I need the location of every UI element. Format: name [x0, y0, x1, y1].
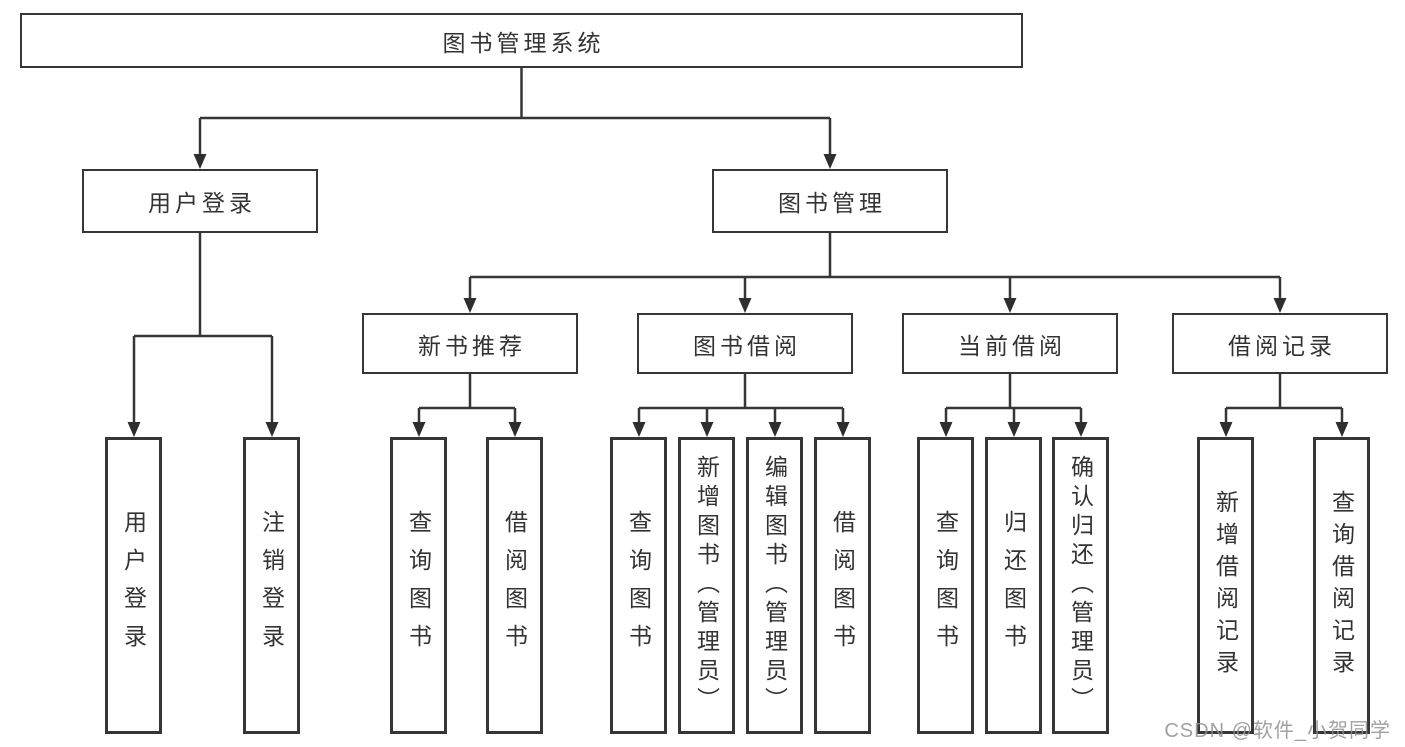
node-logout-action: 注销登录 — [243, 437, 300, 734]
node-borrow-records: 借阅记录 — [1172, 313, 1388, 374]
leaf-label: 确认归还（管理员） — [1067, 455, 1094, 716]
node-query-books-recommend: 查询图书 — [390, 437, 447, 734]
node-query-borrow-record: 查询借阅记录 — [1313, 437, 1370, 734]
node-edit-books-admin: 编辑图书（管理员） — [746, 437, 803, 734]
node-book-borrowing: 图书借阅 — [637, 313, 853, 374]
leaf-label: 注销登录 — [258, 509, 285, 662]
arrowheads — [127, 154, 1349, 437]
node-query-books-borrowing: 查询图书 — [610, 437, 667, 734]
node-user-login-action: 用户登录 — [105, 437, 162, 734]
node-borrow-books-recommend: 借阅图书 — [486, 437, 543, 734]
leaf-label: 借阅图书 — [829, 509, 856, 662]
leaf-label: 查询图书 — [405, 509, 432, 662]
node-add-books-admin: 新增图书（管理员） — [678, 437, 735, 734]
node-current-borrowing: 当前借阅 — [902, 313, 1118, 374]
node-confirm-return-admin: 确认归还（管理员） — [1052, 437, 1109, 734]
node-user-login: 用户登录 — [82, 169, 318, 233]
node-library-system: 图书管理系统 — [20, 13, 1023, 68]
leaf-label: 归还图书 — [1000, 509, 1027, 662]
node-borrow-books-borrowing: 借阅图书 — [814, 437, 871, 734]
csdn-watermark: CSDN @软件_小贺同学 — [1164, 720, 1391, 742]
leaf-label: 查询图书 — [625, 509, 652, 662]
leaf-label: 借阅图书 — [501, 509, 528, 662]
node-book-management: 图书管理 — [712, 169, 948, 233]
node-return-books: 归还图书 — [985, 437, 1042, 734]
leaf-label: 新增借阅记录 — [1212, 489, 1239, 682]
node-new-book-recommend: 新书推荐 — [362, 313, 578, 374]
leaf-label: 用户登录 — [120, 509, 147, 662]
leaf-label: 查询图书 — [932, 509, 959, 662]
leaf-label: 编辑图书（管理员） — [761, 455, 788, 716]
node-add-borrow-record: 新增借阅记录 — [1197, 437, 1254, 734]
leaf-label: 新增图书（管理员） — [693, 455, 720, 716]
node-query-books-current: 查询图书 — [917, 437, 974, 734]
leaf-label: 查询借阅记录 — [1328, 489, 1355, 682]
